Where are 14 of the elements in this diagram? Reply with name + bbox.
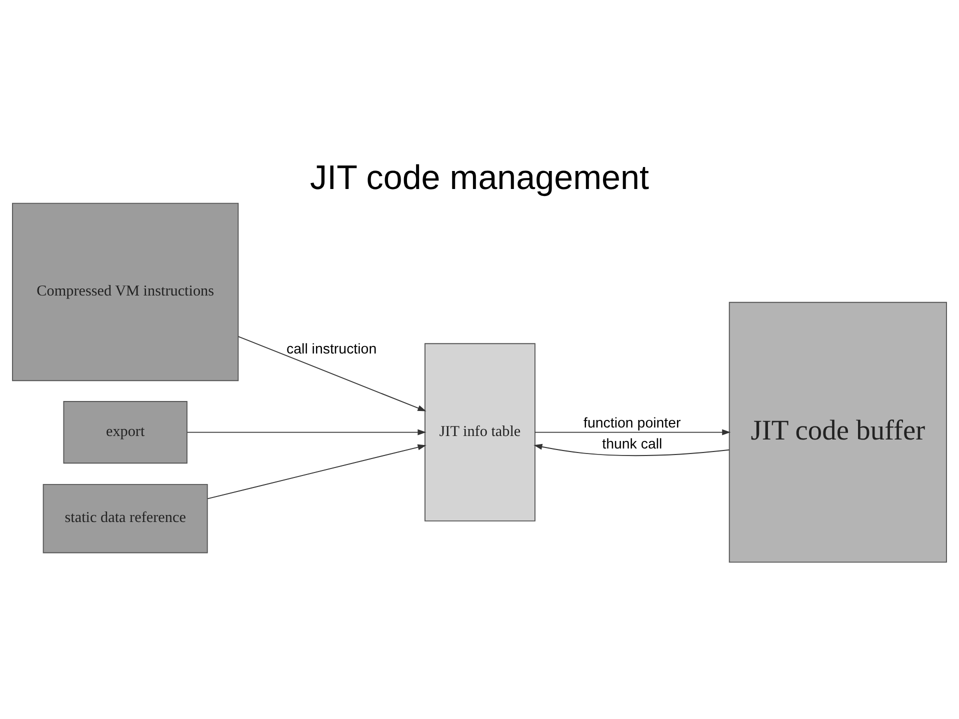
- arrow: [186, 428, 426, 435]
- arrow: [534, 443, 730, 456]
- node-box: export: [63, 400, 188, 464]
- edge-label: thunk call: [602, 436, 662, 452]
- arrow: [534, 428, 731, 435]
- edge-label: function pointer: [584, 415, 681, 432]
- arrow: [238, 336, 426, 411]
- edge-label: call instruction: [286, 341, 377, 358]
- node-box: Compressed VM instructions: [12, 202, 239, 381]
- node-box: JIT info table: [424, 342, 536, 521]
- arrow: [207, 444, 426, 499]
- diagram-title: JIT code management: [310, 158, 649, 196]
- node-box: JIT code buffer: [728, 301, 947, 562]
- node-box: static data reference: [42, 483, 208, 553]
